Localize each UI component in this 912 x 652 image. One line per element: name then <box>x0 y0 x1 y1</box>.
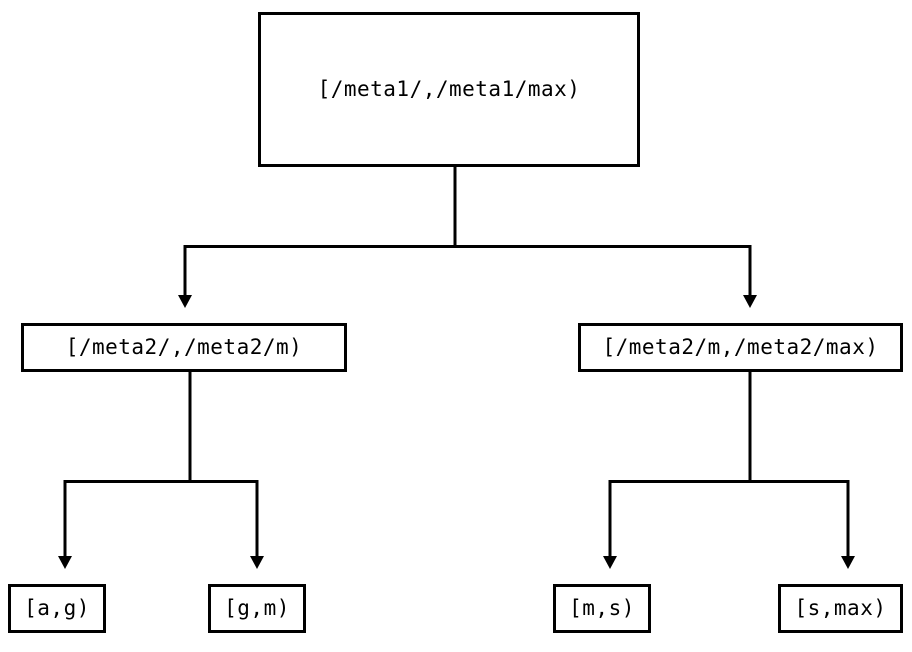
arrowhead-leaf-ag <box>58 556 72 569</box>
edge-root-to-level1 <box>178 167 757 308</box>
node-leaf-gm-label: [g,m) <box>224 596 290 620</box>
node-leaf-ms: [m,s) <box>553 584 651 633</box>
node-meta2-high: [/meta2/m,/meta2/max) <box>578 323 903 372</box>
node-leaf-ag-label: [a,g) <box>24 596 90 620</box>
node-leaf-gm: [g,m) <box>208 584 306 633</box>
node-leaf-smax: [s,max) <box>778 584 903 633</box>
node-meta2-low: [/meta2/,/meta2/m) <box>21 323 347 372</box>
edge-meta2high-to-leaves <box>603 372 855 569</box>
node-meta2-high-label: [/meta2/m,/meta2/max) <box>602 335 879 359</box>
arrowhead-meta2-low <box>178 295 192 308</box>
node-meta2-low-label: [/meta2/,/meta2/m) <box>65 335 303 359</box>
arrowhead-leaf-ms <box>603 556 617 569</box>
node-root: [/meta1/,/meta1/max) <box>258 12 640 167</box>
node-root-label: [/meta1/,/meta1/max) <box>317 77 581 101</box>
arrowhead-leaf-smax <box>841 556 855 569</box>
node-leaf-ag: [a,g) <box>8 584 106 633</box>
arrowhead-leaf-gm <box>250 556 264 569</box>
node-leaf-ms-label: [m,s) <box>569 596 635 620</box>
arrowhead-meta2-high <box>743 295 757 308</box>
node-leaf-smax-label: [s,max) <box>794 596 887 620</box>
edge-meta2low-to-leaves <box>58 372 264 569</box>
